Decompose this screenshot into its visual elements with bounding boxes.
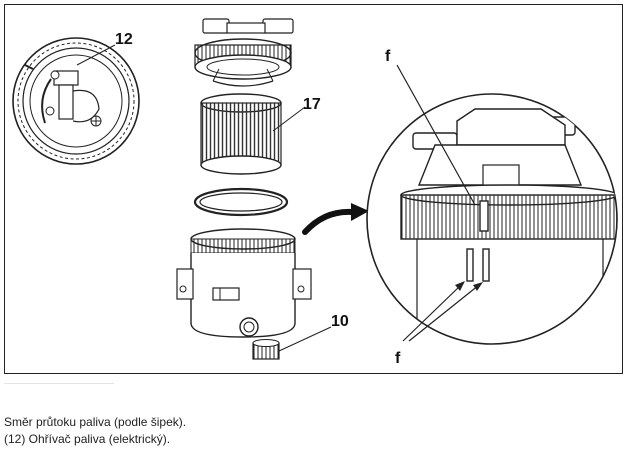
flow-arrow xyxy=(302,203,369,235)
callout-10: 10 xyxy=(331,313,349,330)
detail-zoom xyxy=(366,64,618,345)
fuel-heater xyxy=(12,37,140,165)
filter-housing xyxy=(176,228,332,360)
filter-lid xyxy=(194,18,294,87)
caption-flow-direction: Směr průtoku paliva (podle šipek). xyxy=(4,415,187,429)
filter-element xyxy=(200,93,306,175)
callout-f-top: f xyxy=(385,48,391,65)
callout-12: 12 xyxy=(115,31,133,48)
o-ring xyxy=(193,187,289,217)
callout-17: 17 xyxy=(303,96,321,113)
caption-heater: (12) Ohřívač paliva (elektrický). xyxy=(4,432,171,446)
callout-f-bottom: f xyxy=(395,350,401,367)
separator xyxy=(4,383,114,384)
fuel-filter-illustration: 12 17 xyxy=(4,4,623,374)
figure-canvas: 12 17 xyxy=(12,18,618,367)
